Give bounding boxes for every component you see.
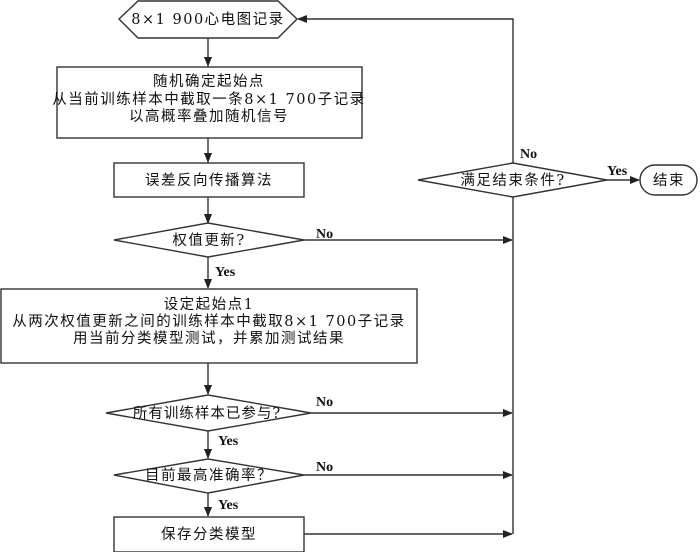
label-best-accuracy-yes: Yes <box>218 498 239 513</box>
label-weight-update-no: No <box>316 227 333 242</box>
label-best-accuracy-no: No <box>316 460 333 475</box>
node-test-line-2: 从两次权值更新之间的训练样本中截取8×1 700子记录 <box>12 313 405 330</box>
node-start: 8×1 900心电图记录 <box>117 0 299 39</box>
node-best-accuracy: 目前最高准确率？ <box>113 458 305 494</box>
node-random-start-line-1: 随机确定起始点 <box>153 73 265 90</box>
node-end: 结束 <box>639 164 698 196</box>
node-save-model-label: 保存分类模型 <box>161 526 257 543</box>
label-end-condition-yes: Yes <box>607 164 628 179</box>
node-random-start-line-2: 从当前训练样本中截取一条8×1 700子记录 <box>52 91 365 108</box>
node-end-condition: 满足结束条件? <box>417 162 608 198</box>
node-test-line-3: 用当前分类模型测试，并累加测试结果 <box>73 330 345 347</box>
label-end-condition-no: No <box>520 147 537 162</box>
node-start-label: 8×1 900心电图记录 <box>131 11 284 28</box>
node-save-model: 保存分类模型 <box>113 516 305 552</box>
edge-end-condition-no <box>297 15 514 163</box>
node-all-samples: 所有训练样本已参与? <box>105 394 312 432</box>
node-test: 设定起始点1 从两次权值更新之间的训练样本中截取8×1 700子记录 用当前分类… <box>0 288 418 364</box>
label-all-samples-no: No <box>316 395 333 410</box>
node-end-label: 结束 <box>653 172 685 189</box>
node-weight-update-label: 权值更新? <box>172 232 245 249</box>
node-weight-update: 权值更新? <box>113 222 305 258</box>
node-backprop-label: 误差反向传播算法 <box>145 172 273 189</box>
label-weight-update-yes: Yes <box>215 265 236 280</box>
node-all-samples-label: 所有训练样本已参与? <box>133 405 281 422</box>
node-best-accuracy-label: 目前最高准确率？ <box>145 467 273 484</box>
node-test-line-1: 设定起始点1 <box>164 296 255 313</box>
node-random-start: 随机确定起始点 从当前训练样本中截取一条8×1 700子记录 以高概率叠加随机信… <box>52 66 365 139</box>
node-random-start-line-3: 以高概率叠加随机信号 <box>129 108 289 125</box>
node-backprop: 误差反向传播算法 <box>113 162 305 198</box>
node-end-condition-label: 满足结束条件? <box>460 172 565 189</box>
label-all-samples-yes: Yes <box>218 434 239 449</box>
